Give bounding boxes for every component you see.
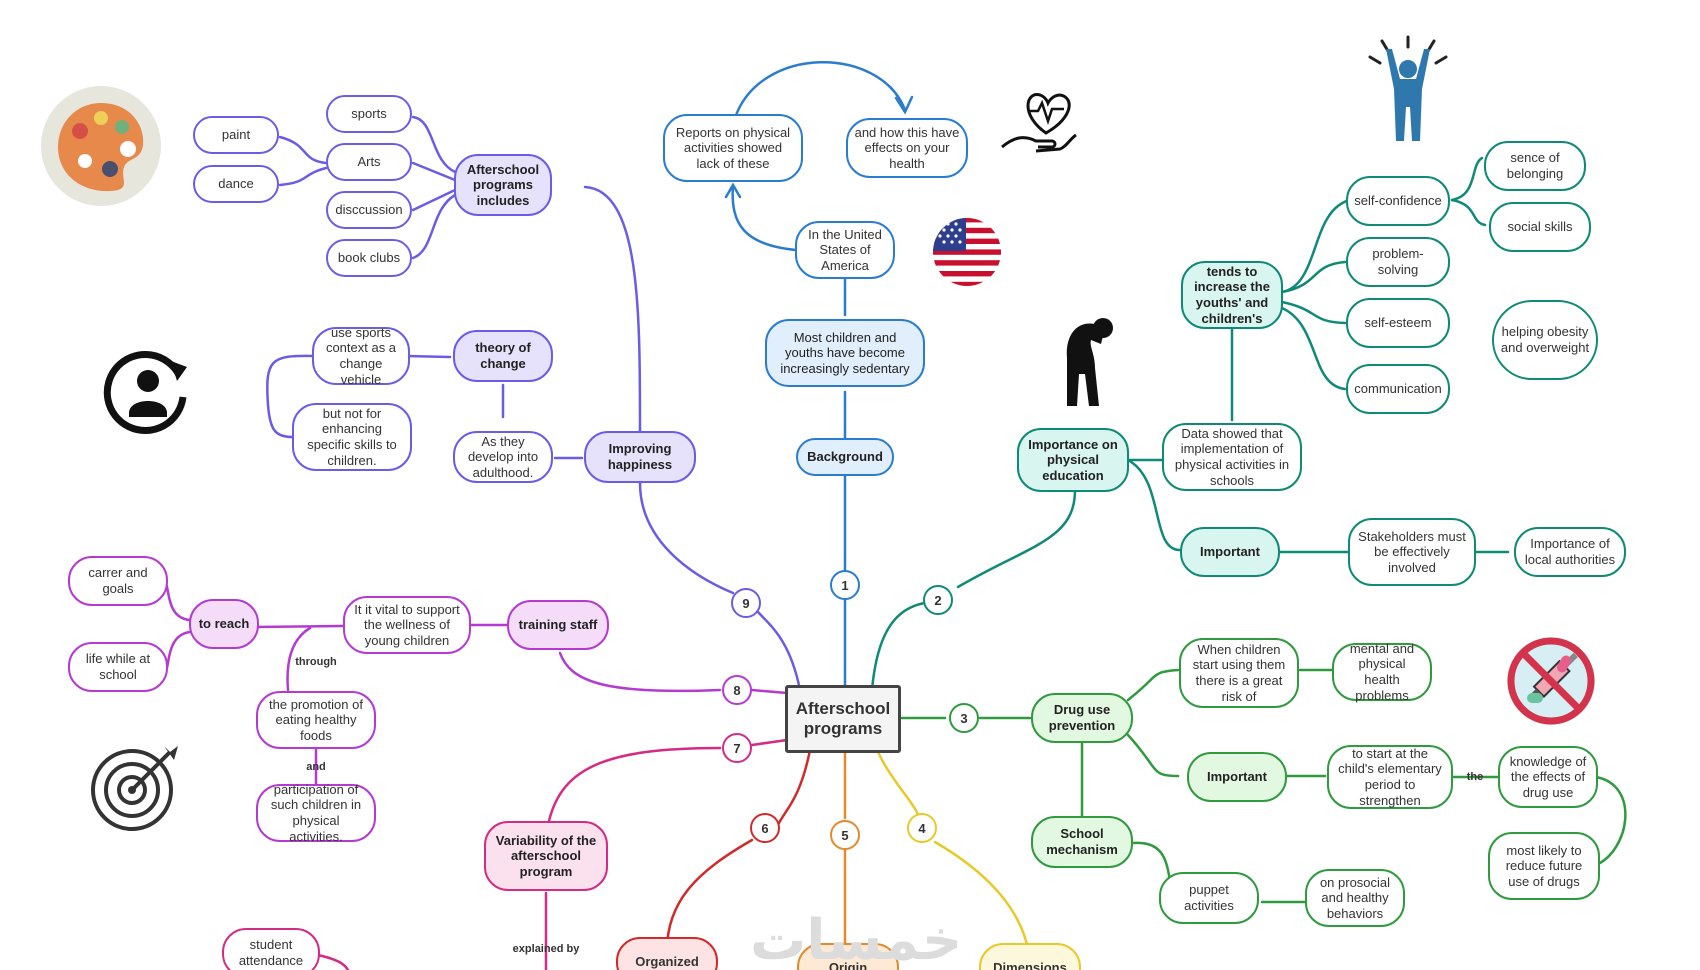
node-mental-health: mental and physical health problems: [1332, 641, 1432, 703]
node-promotion-healthy: the promotion of eating healthy foods: [256, 691, 376, 749]
node-school-mechanism: School mechanism: [1031, 816, 1133, 868]
node-organized: Organized: [616, 937, 718, 970]
node-important-teal: Important: [1180, 527, 1280, 577]
node-drug-use: Drug use prevention: [1031, 693, 1133, 743]
branch-number-8: 8: [722, 675, 752, 705]
node-discussion: disccussion: [326, 191, 412, 229]
background-links: [724, 61, 914, 692]
no-drugs-icon: [1507, 637, 1595, 725]
branch-number-7: 7: [722, 733, 752, 763]
usa-flag-icon: [933, 218, 1001, 286]
node-not-for-skills: but not for enhancing specific skills to…: [292, 403, 412, 471]
cheering-person-icon: [1368, 35, 1448, 141]
node-improving-happiness: Improving happiness: [584, 431, 696, 483]
watermark: خمسات: [750, 908, 963, 970]
branch-number-2: 2: [923, 585, 953, 615]
node-vital-support: It it vital to support the wellness of y…: [343, 596, 471, 654]
node-tends: tends to increase the youths' and childr…: [1181, 261, 1283, 329]
node-student-attendance: student attendance: [222, 928, 320, 970]
node-important-green: Important: [1187, 752, 1287, 802]
node-career-goals: carrer and goals: [68, 556, 168, 606]
node-to-reach: to reach: [189, 599, 259, 649]
node-when-children: When children start using them there is …: [1179, 638, 1299, 708]
node-reports: Reports on physical activities showed la…: [663, 114, 803, 182]
center-topic: Afterschool programs: [785, 685, 901, 753]
node-develop-adulthood: As they develop into adulthood.: [453, 431, 553, 483]
node-training-staff: training staff: [507, 600, 609, 650]
node-communication: communication: [1346, 364, 1450, 414]
connector-label-and: and: [306, 761, 326, 773]
node-self-esteem: self-esteem: [1346, 298, 1450, 348]
connector-label-explained-by: explained by: [512, 943, 580, 955]
node-prosocial: on prosocial and healthy behaviors: [1305, 869, 1405, 927]
node-variability: Variability of the afterschool program: [484, 821, 608, 891]
palette-icon: [41, 86, 161, 206]
node-stakeholders: Stakeholders must be effectively involve…: [1348, 518, 1476, 586]
training-links: [163, 581, 789, 787]
node-paint: paint: [193, 116, 279, 154]
drug-links: [900, 668, 1627, 904]
branch-number-5: 5: [830, 820, 860, 850]
stretching-person-icon: [1066, 318, 1113, 406]
branch-number-9: 9: [731, 588, 761, 618]
node-self-confidence: self-confidence: [1346, 176, 1450, 226]
node-arts: Arts: [326, 143, 412, 181]
happiness-links: [266, 115, 802, 692]
branch-number-4: 4: [907, 813, 937, 843]
node-knowledge: knowledge of the effects of drug use: [1498, 746, 1598, 808]
node-theory-change: theory of change: [453, 330, 553, 382]
node-importance: Importance on physical education: [1017, 428, 1129, 492]
user-refresh-icon: [103, 351, 187, 434]
branch-number-6: 6: [750, 813, 780, 843]
node-programs-includes: Afterschool programs includes: [454, 154, 552, 216]
connector-label-the: the: [1466, 771, 1484, 783]
node-participation: participation of such children in physic…: [256, 782, 376, 844]
node-life-school: life while at school: [68, 642, 168, 692]
node-data-showed: Data showed that implementation of physi…: [1162, 423, 1302, 491]
node-social-skills: social skills: [1489, 202, 1591, 252]
node-belonging: sence of belonging: [1484, 141, 1586, 191]
node-likely-reduce: most likely to reduce future use of drug…: [1488, 832, 1600, 900]
node-sports: sports: [326, 95, 412, 133]
node-usa: In the United States of America: [795, 221, 895, 279]
branch-number-3: 3: [949, 703, 979, 733]
target-icon: [91, 746, 178, 831]
node-problem-solving: problem-solving: [1346, 237, 1450, 287]
node-dance: dance: [193, 165, 279, 203]
importance-links: [870, 156, 1510, 692]
node-dimensions: Dimensions: [979, 943, 1081, 970]
node-puppet: puppet activities: [1159, 872, 1259, 924]
connector-label-through: through: [295, 656, 337, 668]
heart-hand-icon: [1001, 93, 1077, 153]
node-use-sports: use sports context as a change vehicle: [312, 325, 410, 387]
node-book-clubs: book clubs: [326, 239, 412, 277]
branch-number-1: 1: [830, 570, 860, 600]
node-local-authorities: Importance of local authorities: [1514, 527, 1626, 577]
node-obesity-cloud: helping obesity and overweight: [1492, 300, 1598, 380]
node-origin: Origin: [797, 943, 899, 970]
node-effects: and how this have effects on your health: [846, 118, 968, 178]
node-background: Background: [796, 438, 894, 476]
node-start-elementary: to start at the child's elementary perio…: [1327, 745, 1453, 809]
node-sedentary: Most children and youths have become inc…: [765, 319, 925, 387]
